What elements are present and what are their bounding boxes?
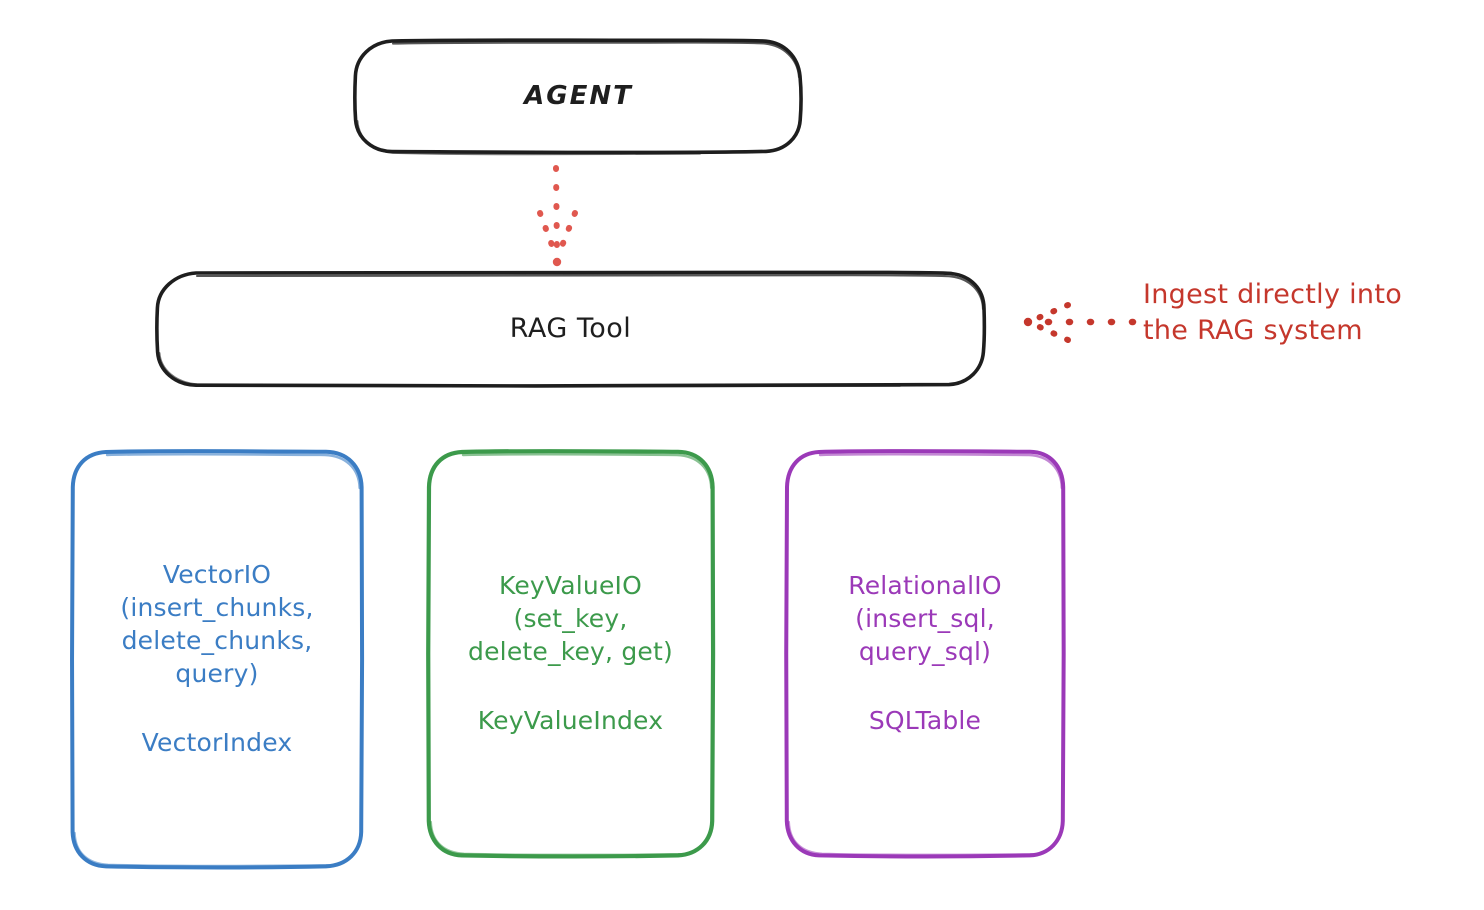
vector-io-api-label: VectorIO (insert_chunks, delete_chunks, … — [120, 560, 314, 688]
keyvalue-index-label: KeyValueIndex — [477, 706, 664, 735]
vector-store-node[interactable]: VectorIO (insert_chunks, delete_chunks, … — [72, 450, 362, 867]
relational-store-node[interactable]: RelationalIO (insert_sql, query_sql) SQL… — [787, 450, 1063, 856]
rag-tool-label: RAG Tool — [509, 312, 632, 344]
relational-io-api-label: RelationalIO (insert_sql, query_sql) — [848, 571, 1002, 666]
agent-to-ragtool-arrow — [537, 165, 578, 267]
ingest-arrow — [1023, 302, 1137, 343]
rag-tool-node[interactable]: RAG Tool — [157, 272, 984, 385]
keyvalue-io-api-label: KeyValueIO (set_key, delete_key, get) — [468, 571, 673, 666]
agent-node[interactable]: AGENT — [355, 40, 802, 152]
vector-index-label: VectorIndex — [141, 728, 293, 757]
ingest-annotation: Ingest directly into the RAG system — [1143, 279, 1403, 347]
agent-label: AGENT — [524, 80, 633, 111]
sql-table-label: SQLTable — [868, 706, 982, 735]
keyvalue-store-node[interactable]: KeyValueIO (set_key, delete_key, get) Ke… — [429, 450, 712, 856]
